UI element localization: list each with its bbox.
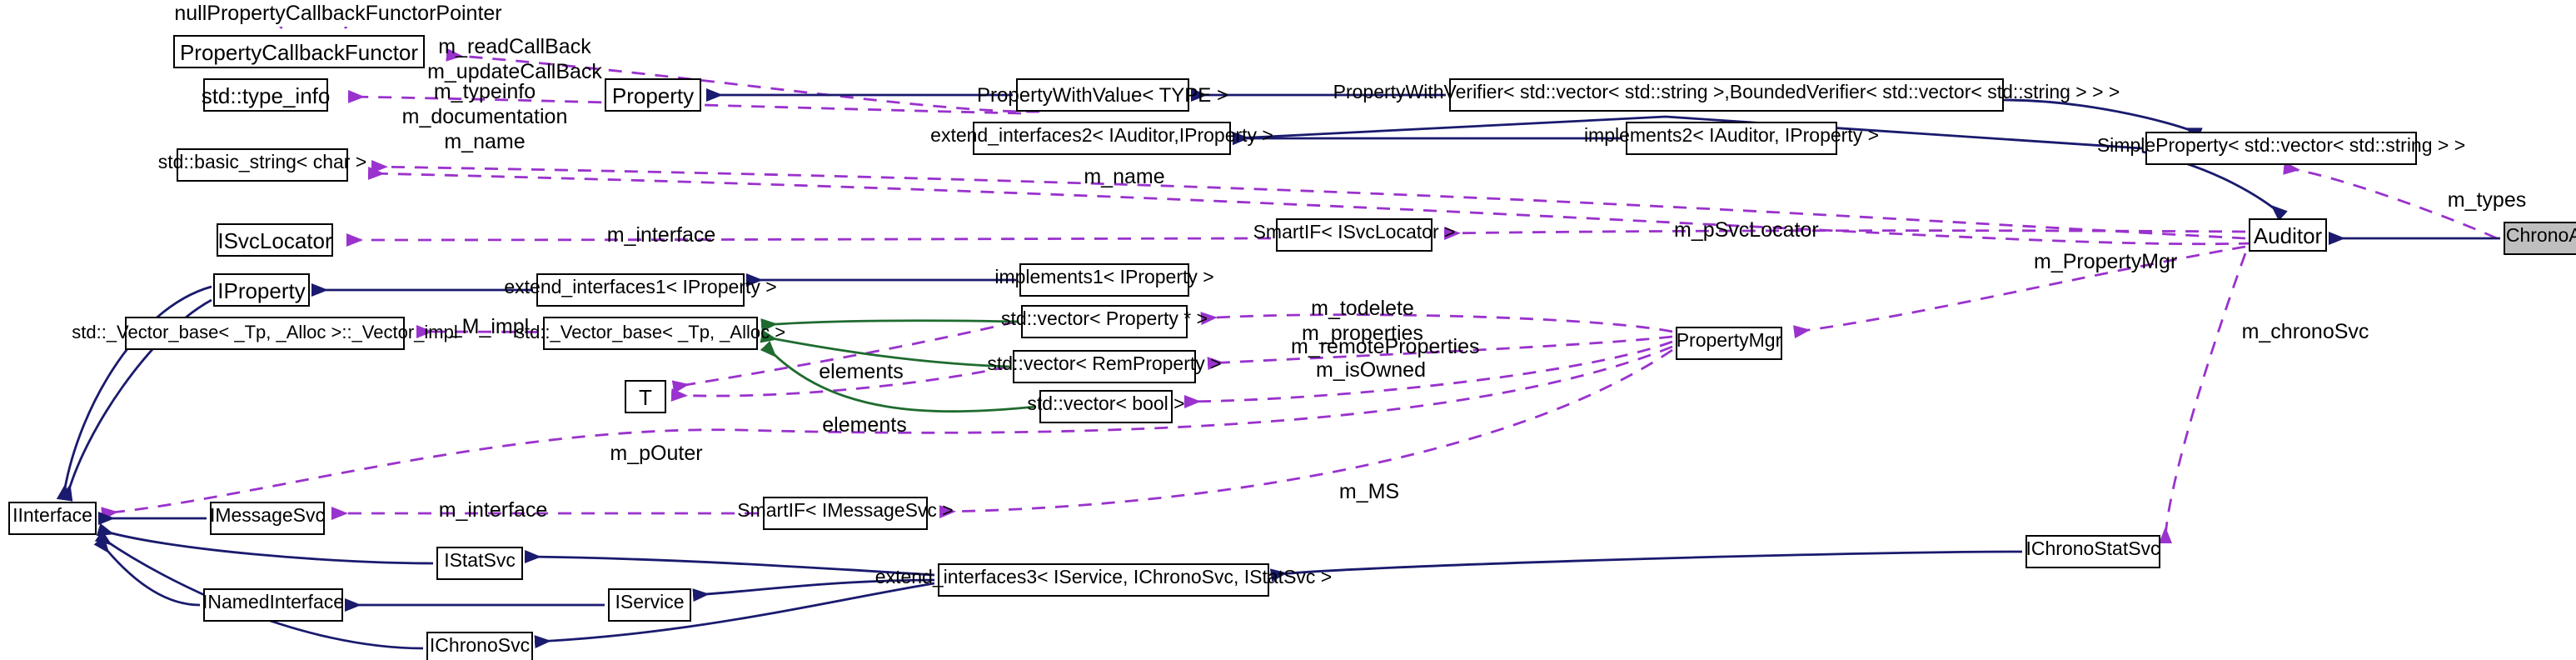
node-PropertyWithVerifier[interactable]: PropertyWithVerifier< std::vector< std::… (1333, 78, 2120, 112)
node-ChronoAuditor[interactable]: ChronoAuditor (2504, 222, 2576, 255)
edge-label-m-interface-svclocator: m_interface (606, 223, 716, 247)
edge-label-m-impl: _M_impl (450, 315, 530, 338)
edge-label-m-chronosvc: m_chronoSvc (2241, 320, 2369, 343)
node-extend-interfaces2[interactable]: extend_interfaces2< IAuditor,IProperty > (930, 122, 1273, 155)
node-std-vector-bool[interactable]: std::vector< bool > (1027, 390, 1185, 423)
node-IStatSvc[interactable]: IStatSvc (436, 547, 523, 580)
node-IInterface[interactable]: IInterface (8, 502, 97, 535)
edge-label-typeinfo-documentation-name: m_typeinfo m_documentation m_name (401, 80, 568, 152)
edge-label-m-psvclocator: m_pSvcLocator (1674, 218, 1819, 242)
edge-label-elements-1: elements (819, 360, 904, 383)
node-IProperty[interactable]: IProperty (213, 273, 310, 307)
node-std-basic-string[interactable]: std::basic_string< char > (158, 148, 366, 182)
node-std-vector-Property-ptr[interactable]: std::vector< Property * > (1001, 305, 1208, 338)
node-IChronoStatSvc[interactable]: IChronoStatSvc (2025, 535, 2160, 568)
edge-label-m-propertymgr: m_PropertyMgr (2034, 250, 2178, 273)
node-IChronoSvc[interactable]: IChronoSvc (426, 632, 533, 660)
node-PropertyCallbackFunctor[interactable]: PropertyCallbackFunctor (173, 35, 425, 68)
node-IMessageSvc[interactable]: IMessageSvc (210, 502, 325, 535)
node-std-type-info[interactable]: std::type_info (202, 78, 330, 112)
edge-label-m-types: m_types (2447, 188, 2527, 212)
node-implements1[interactable]: implements1< IProperty > (994, 263, 1214, 297)
edge-label-remote-properties: m_remoteProperties (1291, 335, 1480, 358)
node-INamedInterface[interactable]: INamedInterface (202, 588, 344, 622)
node-std-Vector-base[interactable]: std::_Vector_base< _Tp, _Alloc > (516, 317, 785, 350)
edge-label-is-owned: m_isOwned (1316, 358, 1426, 382)
node-extend-interfaces1[interactable]: extend_interfaces1< IProperty > (504, 273, 777, 307)
edge-label-m-pouter: m_pOuter (610, 442, 703, 465)
node-PropertyWithValue[interactable]: PropertyWithValue< TYPE > (977, 78, 1228, 112)
edge-label-m-ms: m_MS (1338, 480, 1400, 503)
node-SmartIF-ISvcLocator[interactable]: SmartIF< ISvcLocator > (1253, 218, 1455, 252)
node-SimpleProperty[interactable]: SimpleProperty< std::vector< std::string… (2097, 132, 2465, 165)
node-SmartIF-IMessageSvc[interactable]: SmartIF< IMessageSvc > (737, 497, 954, 530)
node-ISvcLocator[interactable]: ISvcLocator (217, 223, 333, 257)
node-nullPropertyCallbackFunctorPointer: nullPropertyCallbackFunctorPointer (162, 0, 515, 27)
edge-label-m-name: m_name (1084, 165, 1165, 188)
node-PropertyMgr[interactable]: PropertyMgr (1676, 327, 1782, 360)
node-implements2[interactable]: implements2< IAuditor, IProperty > (1584, 122, 1879, 155)
node-T[interactable]: T (625, 380, 666, 413)
edge-label-m-interface-messagesvc: m_interface (438, 498, 548, 522)
edge-label-elements-2: elements (822, 413, 907, 437)
node-std-vector-RemProperty[interactable]: std::vector< RemProperty > (987, 350, 1222, 383)
node-std-Vector-base-Vector-impl[interactable]: std::_Vector_base< _Tp, _Alloc >::_Vecto… (72, 317, 458, 350)
edge-label-read-update-callback: m_readCallBack m_updateCallBack (427, 35, 602, 83)
node-IService[interactable]: IService (608, 588, 691, 622)
node-extend-interfaces3[interactable]: extend_interfaces3< IService, IChronoSvc… (875, 563, 1332, 597)
node-Property[interactable]: Property (605, 78, 701, 112)
node-Auditor[interactable]: Auditor (2249, 218, 2327, 252)
